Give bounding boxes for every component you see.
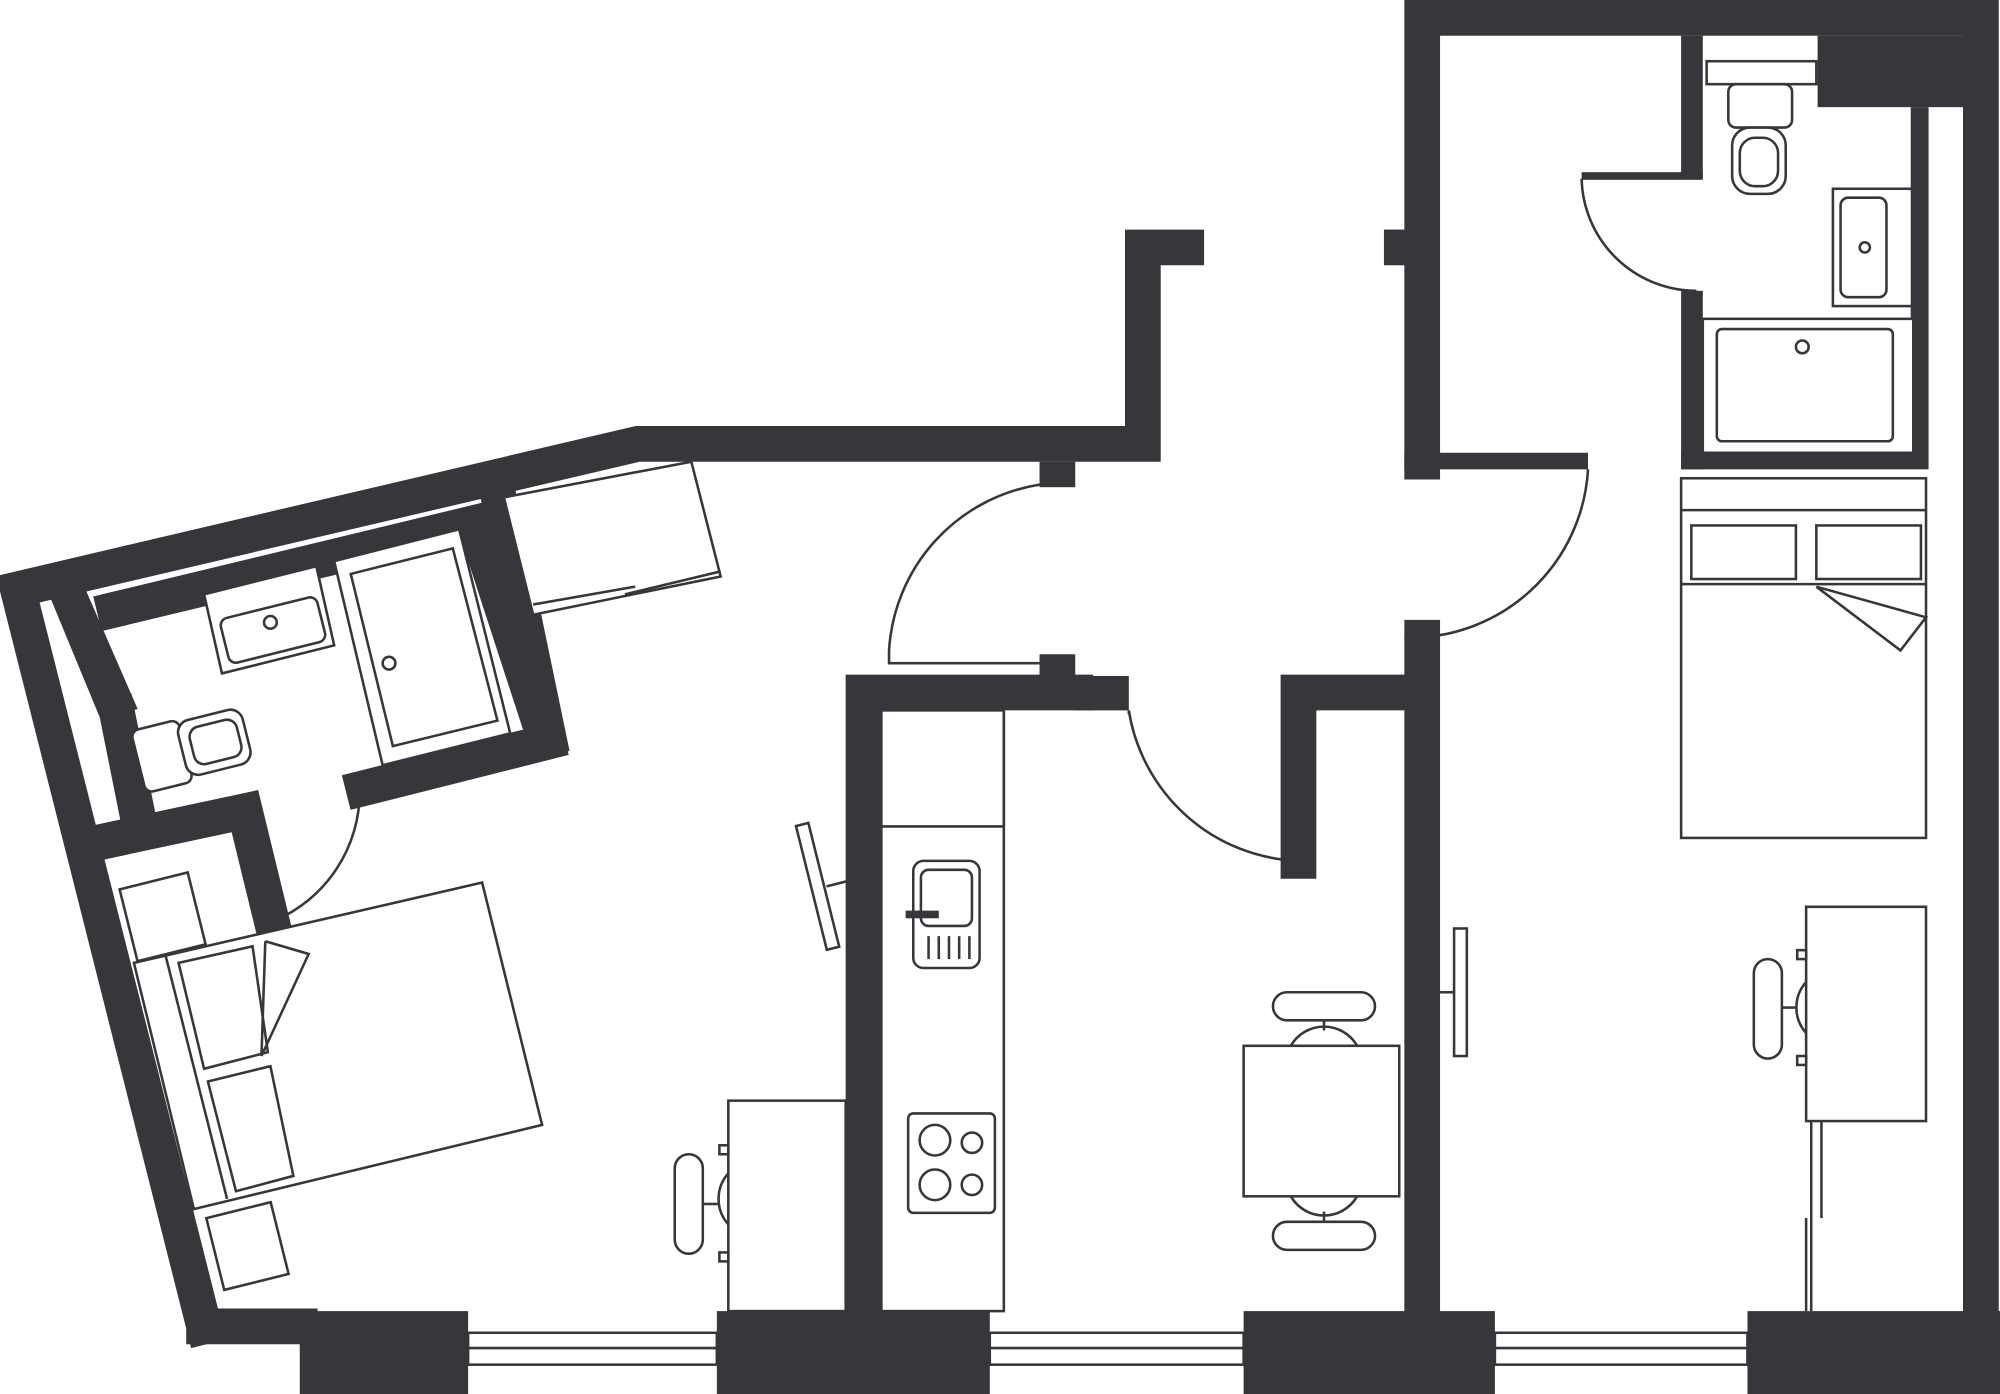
right-unit-top-wall xyxy=(1404,0,1999,1345)
chair-icon xyxy=(1271,1195,1377,1252)
bedside-table-icon xyxy=(204,1200,291,1292)
double-bed-icon xyxy=(1679,476,1929,840)
kitchen-wall-right xyxy=(1075,675,1129,711)
sink-icon xyxy=(905,859,981,970)
double-bed-icon xyxy=(132,881,544,1211)
basin-icon xyxy=(1831,187,1914,308)
left-outer-wall xyxy=(0,229,1205,1349)
toilet-icon xyxy=(1705,59,1818,196)
windows xyxy=(466,1331,1749,1366)
basin-icon xyxy=(202,564,336,675)
bedside-table-icon xyxy=(118,870,208,963)
door-swing-entrance-left xyxy=(887,483,1040,665)
window-1 xyxy=(466,1331,719,1366)
shower-tray-icon xyxy=(1701,317,1915,455)
chair-icon xyxy=(1271,990,1377,1047)
right-bathroom xyxy=(1701,59,1915,455)
right-studio xyxy=(1440,476,1929,1312)
right-corner-block xyxy=(1817,35,1981,108)
dining-table-icon xyxy=(1242,1044,1401,1198)
kitchen xyxy=(880,709,1401,1313)
door-swing-bedroom xyxy=(1127,710,1299,863)
right-bath-wall-b xyxy=(1581,172,1703,180)
door-swing-left-bath xyxy=(273,790,361,923)
window-3 xyxy=(1493,1331,1749,1366)
right-stub xyxy=(1383,229,1407,266)
kitchen-counter xyxy=(880,709,1006,1313)
right-bath-wall-d xyxy=(1681,452,1914,470)
toilet-icon xyxy=(131,708,252,793)
window-2 xyxy=(988,1331,1245,1366)
left-bathroom xyxy=(131,527,512,793)
door-swing-right-bath xyxy=(1580,178,1697,293)
pier-1 xyxy=(299,1311,469,1394)
doors xyxy=(273,178,1697,923)
right-bath-wall-a xyxy=(1681,35,1703,179)
shelf-icon xyxy=(794,821,848,952)
right-bath-wall-c xyxy=(1681,290,1703,470)
bedroom-door-wall xyxy=(1280,674,1423,879)
pier-3 xyxy=(1243,1311,1495,1394)
corner-block xyxy=(0,568,138,717)
wardrobe-icon xyxy=(1804,1121,1823,1312)
door-stub-top xyxy=(1039,461,1076,488)
hob-icon xyxy=(906,1112,997,1215)
wardrobe-wall xyxy=(478,482,570,759)
left-bath-side-wall xyxy=(96,693,162,851)
chair-icon xyxy=(673,1144,730,1263)
door-swing-right-unit xyxy=(1404,469,1590,639)
door-stub-bottom xyxy=(1039,654,1076,680)
left-studio xyxy=(118,460,848,1313)
pier-4 xyxy=(1747,1311,2000,1394)
right-hall-wall xyxy=(1404,452,1589,470)
kitchen-wall xyxy=(845,674,1094,1345)
right-bath-wall-e xyxy=(1910,107,1929,470)
bathtub-icon xyxy=(332,527,512,767)
shelf-icon xyxy=(1440,927,1469,1058)
chair-icon xyxy=(1752,948,1808,1067)
desk-icon xyxy=(1804,905,1928,1123)
wardrobe-icon xyxy=(502,460,723,617)
desk-icon xyxy=(727,1099,847,1313)
